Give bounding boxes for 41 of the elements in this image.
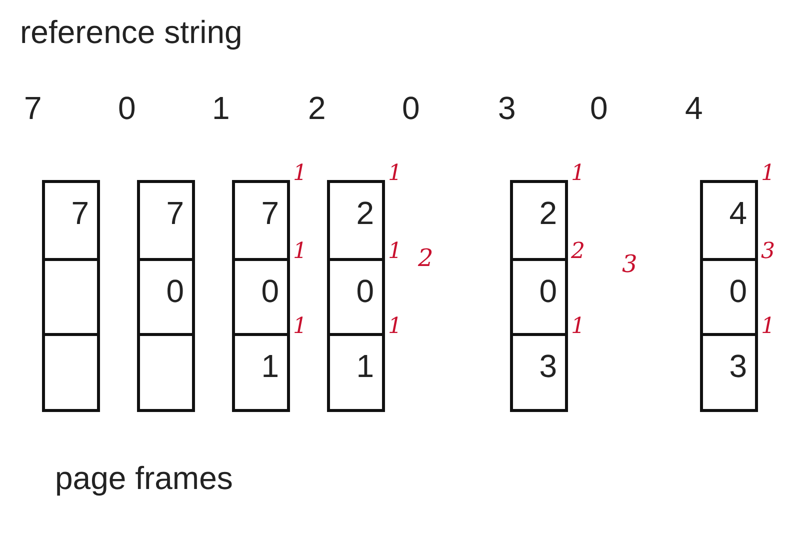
page-number: 2: [539, 197, 557, 229]
page-number: 7: [71, 197, 89, 229]
reference-number: 2: [308, 92, 326, 124]
page-number: 1: [261, 350, 279, 382]
page-number: 3: [539, 350, 557, 382]
handwritten-count: 1: [388, 163, 402, 185]
reference-number: 4: [685, 92, 703, 124]
page-number: 0: [729, 275, 747, 307]
page-number: 2: [356, 197, 374, 229]
handwritten-count: 3: [761, 241, 775, 263]
heading: reference string: [20, 16, 242, 48]
handwritten-count: 2: [418, 246, 434, 270]
handwritten-count: 1: [388, 316, 402, 338]
reference-number: 7: [24, 92, 42, 124]
page-number: 0: [166, 275, 184, 307]
handwritten-count: 1: [293, 316, 307, 338]
page-number: 0: [539, 275, 557, 307]
reference-number: 0: [590, 92, 608, 124]
frame-column: [42, 180, 100, 412]
axis-caption: page frames: [55, 462, 233, 494]
page-number: 4: [729, 197, 747, 229]
reference-number: 0: [402, 92, 420, 124]
handwritten-count: 1: [571, 163, 585, 185]
handwritten-count: 3: [622, 252, 638, 276]
reference-number: 0: [118, 92, 136, 124]
page-number: 7: [166, 197, 184, 229]
frame-column: [137, 180, 195, 412]
page-number: 1: [356, 350, 374, 382]
reference-number: 3: [498, 92, 516, 124]
handwritten-count: 2: [571, 241, 585, 263]
handwritten-count: 1: [571, 316, 585, 338]
page-number: 3: [729, 350, 747, 382]
page-number: 7: [261, 197, 279, 229]
handwritten-count: 1: [293, 241, 307, 263]
page-number: 0: [356, 275, 374, 307]
handwritten-count: 1: [388, 241, 402, 263]
page-number: 0: [261, 275, 279, 307]
handwritten-count: 1: [761, 316, 775, 338]
reference-number: 1: [212, 92, 230, 124]
handwritten-count: 1: [293, 163, 307, 185]
handwritten-count: 1: [761, 163, 775, 185]
